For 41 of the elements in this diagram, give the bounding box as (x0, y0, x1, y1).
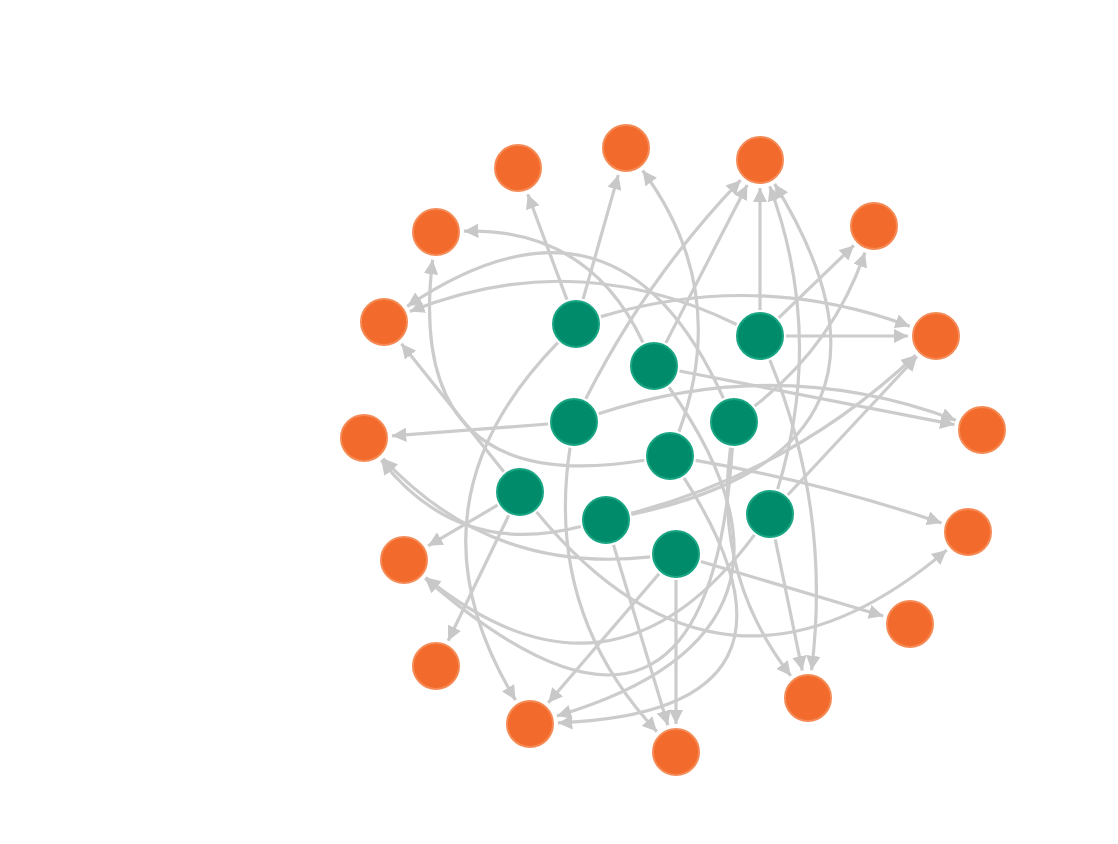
arrow (725, 447, 793, 677)
arrow (424, 259, 645, 468)
arrow (400, 342, 505, 473)
arrow (381, 457, 651, 561)
arrow (753, 251, 867, 408)
arrow (406, 251, 725, 399)
arrow (581, 174, 622, 300)
arrow (668, 580, 684, 724)
arrow (526, 193, 569, 301)
arrow (463, 224, 645, 344)
arrow (391, 422, 549, 442)
arrow (752, 188, 768, 310)
arrow (424, 533, 756, 645)
arrow (631, 183, 833, 517)
arrow (768, 359, 821, 671)
arrow (563, 447, 659, 733)
arrow (767, 185, 801, 490)
arrow (380, 459, 582, 536)
arrow (556, 386, 735, 719)
arrow (424, 447, 734, 677)
arrow (786, 328, 908, 344)
arrow (777, 244, 855, 320)
arrow (584, 179, 742, 400)
arrow (630, 354, 917, 515)
arrow (773, 539, 807, 671)
arrow (557, 477, 739, 729)
arrow (535, 511, 948, 637)
arrow (409, 279, 738, 326)
arrow (786, 355, 919, 497)
arrow (446, 514, 511, 642)
arrow (700, 559, 884, 619)
arrow (695, 458, 942, 526)
arrow (679, 369, 955, 429)
arrow (547, 572, 661, 704)
arrow (464, 341, 559, 701)
arrow (611, 544, 671, 726)
arrow (641, 169, 700, 433)
arrow (598, 383, 957, 423)
arrow (664, 184, 749, 344)
arrow (600, 294, 911, 329)
arrow (427, 503, 499, 548)
